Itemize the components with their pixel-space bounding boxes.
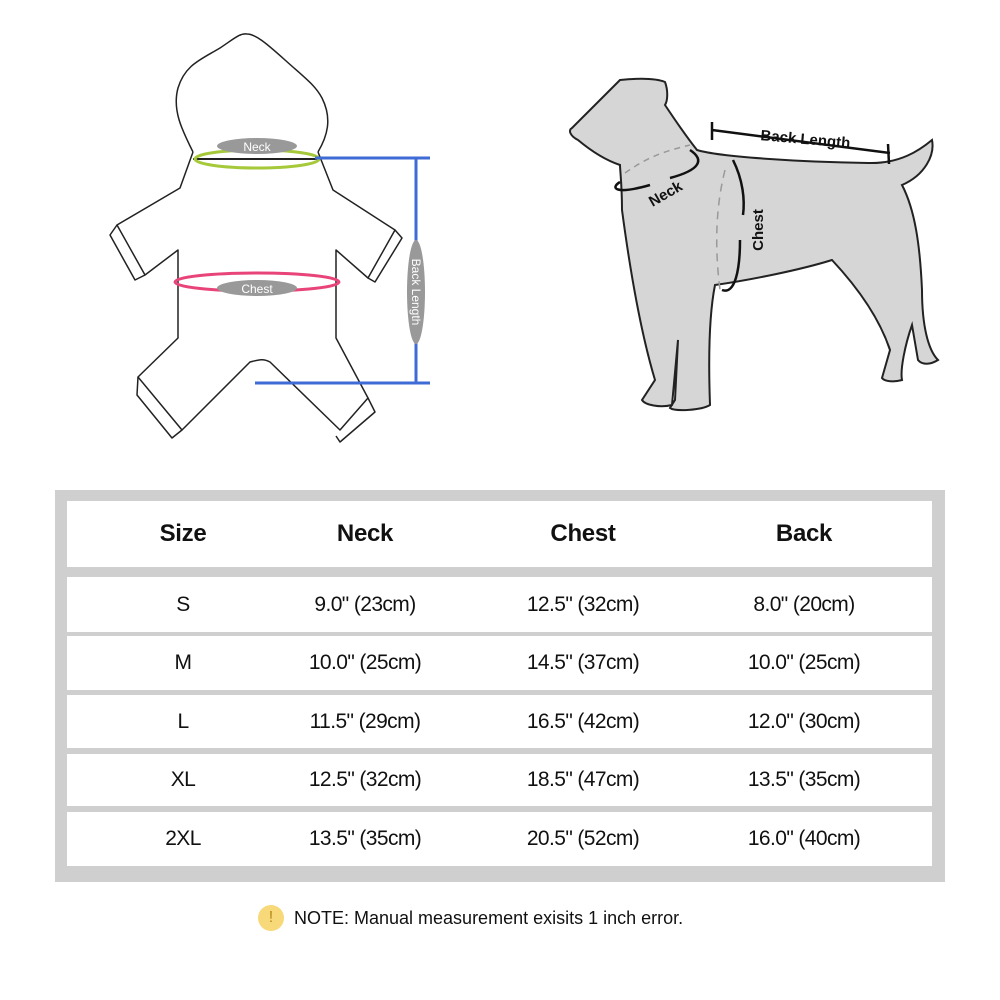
table-header-row: Size Neck Chest Back bbox=[67, 501, 932, 567]
cell-size: L bbox=[177, 709, 189, 733]
header-chest: Chest bbox=[550, 520, 616, 547]
cell-size: M bbox=[174, 651, 193, 674]
cell-neck: 9.0" (23cm) bbox=[314, 592, 416, 616]
hoodie-neck-label: Neck bbox=[243, 140, 271, 154]
cell-chest: 14.5" (37cm) bbox=[526, 651, 640, 674]
cell-chest: 18.5" (47cm) bbox=[526, 768, 640, 791]
cell-chest: 12.5" (32cm) bbox=[526, 592, 640, 616]
cell-size: S bbox=[176, 592, 190, 616]
header-back: Back bbox=[775, 520, 833, 547]
dog-chest-label: Chest bbox=[750, 209, 767, 251]
cell-chest: 16.5" (42cm) bbox=[526, 709, 640, 733]
header-size: Size bbox=[159, 520, 207, 547]
cell-neck: 12.5" (32cm) bbox=[308, 768, 422, 791]
cell-neck: 11.5" (29cm) bbox=[309, 709, 421, 733]
measurement-note: ! NOTE: Manual measurement exisits 1 inc… bbox=[258, 905, 683, 931]
cell-neck: 10.0" (25cm) bbox=[308, 651, 422, 674]
cell-size: 2XL bbox=[165, 827, 201, 850]
table-row: S 9.0" (23cm) 12.5" (32cm) 8.0" (20cm) bbox=[67, 577, 932, 632]
dog-back-length-label: Back Length bbox=[760, 127, 851, 152]
cell-neck: 13.5" (35cm) bbox=[308, 827, 422, 850]
exclamation-icon: ! bbox=[258, 905, 284, 931]
cell-back: 10.0" (25cm) bbox=[747, 651, 861, 674]
table-row: XL 12.5" (32cm) 18.5" (47cm) 13.5" (35cm… bbox=[67, 754, 932, 806]
cell-size: XL bbox=[170, 768, 196, 791]
hoodie-back-length-label: Back Length bbox=[409, 259, 423, 326]
table-row: L 11.5" (29cm) 16.5" (42cm) 12.0" (30cm) bbox=[67, 695, 932, 748]
cell-back: 12.0" (30cm) bbox=[747, 709, 861, 733]
note-text: NOTE: Manual measurement exisits 1 inch … bbox=[294, 907, 684, 928]
hoodie-measurement-diagram: Neck Chest Back Length bbox=[109, 33, 430, 443]
dog-measurement-diagram: Back Length Neck Chest bbox=[569, 77, 940, 412]
size-chart-table: Size Neck Chest Back S 9.0" (23cm) 12.5"… bbox=[55, 490, 945, 882]
cell-back: 16.0" (40cm) bbox=[747, 827, 861, 850]
cell-chest: 20.5" (52cm) bbox=[526, 827, 640, 850]
hoodie-chest-label: Chest bbox=[241, 282, 273, 296]
cell-back: 13.5" (35cm) bbox=[747, 768, 861, 791]
table-row: M 10.0" (25cm) 14.5" (37cm) 10.0" (25cm) bbox=[67, 636, 932, 690]
cell-back: 8.0" (20cm) bbox=[753, 592, 855, 616]
header-neck: Neck bbox=[336, 520, 394, 547]
table-row: 2XL 13.5" (35cm) 20.5" (52cm) 16.0" (40c… bbox=[67, 812, 932, 866]
